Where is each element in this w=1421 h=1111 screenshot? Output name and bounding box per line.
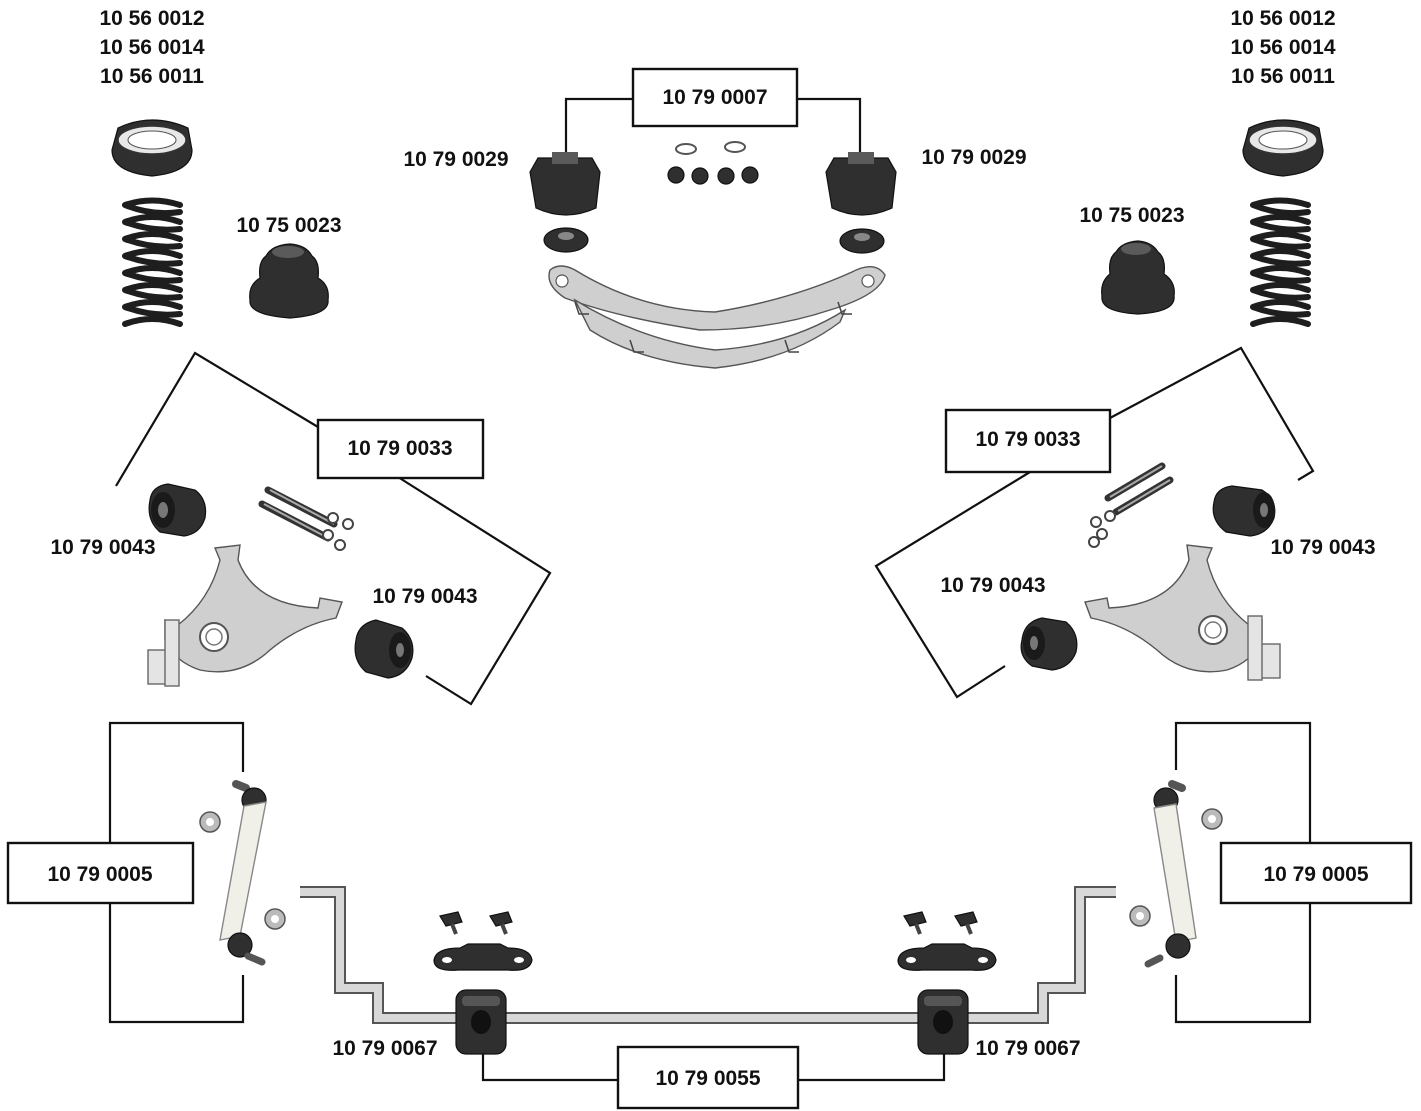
washer-icon	[323, 513, 353, 550]
coil-spring-icon	[1253, 201, 1308, 325]
washer-icon	[1089, 511, 1115, 547]
part-number-label: 10 79 0043	[940, 574, 1045, 597]
part-number-label: 10 79 0029	[403, 148, 508, 171]
top-right-label-stack: 10 56 0012 10 56 0014 10 56 0011	[1230, 7, 1335, 88]
part-number-label: 10 79 0005	[1263, 863, 1368, 886]
part-number-label: 10 56 0012	[99, 7, 204, 30]
part-number-label: 10 79 0043	[50, 536, 155, 559]
leader-line	[1176, 723, 1310, 843]
part-number-label: 10 75 0023	[1079, 204, 1184, 227]
leader-line	[1110, 348, 1313, 480]
leader-line	[110, 723, 243, 843]
spring-seat-icon	[1243, 120, 1323, 176]
control-arm-icon	[1085, 545, 1280, 680]
bolt-icon	[440, 912, 977, 934]
bump-stop-icon	[1102, 241, 1175, 314]
subframe-crossmember-icon	[549, 266, 885, 368]
part-number-label: 10 79 0067	[975, 1037, 1080, 1060]
control-arm-icon	[148, 545, 342, 686]
arm-bushing-icon	[355, 620, 413, 678]
part-number-label: 10 79 0043	[1270, 536, 1375, 559]
coil-spring-icon	[125, 201, 180, 325]
washer-icon	[676, 142, 745, 154]
part-number-label: 10 56 0011	[1231, 65, 1335, 88]
part-number-label: 10 56 0011	[100, 65, 204, 88]
part-number-label: 10 79 0043	[372, 585, 477, 608]
leader-line	[798, 1054, 944, 1080]
leader-line	[1176, 903, 1310, 1022]
bushing-clamp-icon	[434, 944, 996, 970]
arm-bushing-icon	[1021, 618, 1077, 670]
spring-seat-icon	[112, 120, 192, 176]
bolt-icon	[262, 490, 334, 538]
part-number-label: 10 79 0067	[332, 1037, 437, 1060]
part-number-label: 10 56 0014	[99, 36, 204, 59]
subframe-mount-icon	[530, 152, 600, 252]
bump-stop-icon	[250, 244, 329, 318]
arm-bushing-icon	[1213, 486, 1275, 536]
bolt-icon	[1108, 466, 1170, 512]
part-number-label: 10 79 0055	[655, 1067, 760, 1090]
part-number-label: 10 79 0007	[662, 86, 767, 109]
drop-link-icon	[1148, 784, 1196, 964]
nut-icon	[668, 167, 758, 184]
part-number-label: 10 79 0033	[975, 428, 1080, 451]
drop-link-icon	[220, 784, 266, 962]
leader-line	[116, 353, 318, 486]
part-number-label: 10 56 0012	[1230, 7, 1335, 30]
part-number-label: 10 79 0033	[347, 437, 452, 460]
part-number-label: 10 79 0029	[921, 146, 1026, 169]
arm-bushing-icon	[149, 484, 205, 536]
part-number-label: 10 75 0023	[236, 214, 341, 237]
subframe-mount-icon	[826, 152, 896, 253]
part-number-label: 10 56 0014	[1230, 36, 1335, 59]
part-number-label: 10 79 0005	[47, 863, 152, 886]
top-left-label-stack: 10 56 0012 10 56 0014 10 56 0011	[99, 7, 204, 88]
leader-line	[483, 1054, 618, 1080]
